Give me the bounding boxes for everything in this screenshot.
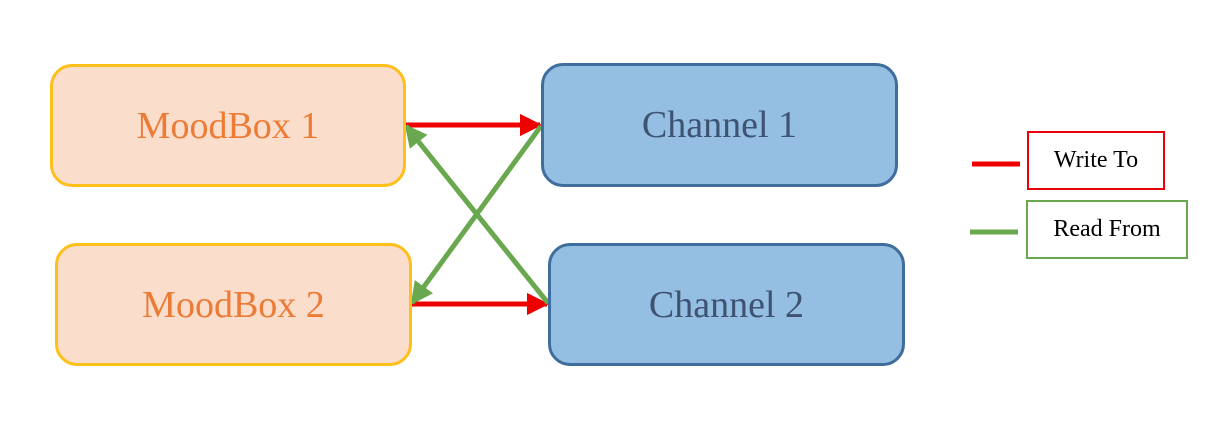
moodbox-1-node: MoodBox 1 <box>50 64 406 187</box>
legend-read-label: Read From <box>1053 216 1161 242</box>
moodbox-2-node: MoodBox 2 <box>55 243 412 366</box>
legend-write-box: Write To <box>1027 131 1165 190</box>
channel-1-label: Channel 1 <box>641 104 798 146</box>
legend-write-label: Write To <box>1053 147 1139 173</box>
moodbox-2-label: MoodBox 2 <box>142 283 325 326</box>
channel-2-label: Channel 2 <box>648 283 805 326</box>
read-arrow-channel2-to-moodbox1 <box>404 124 550 305</box>
legend-read-box: Read From <box>1026 200 1188 259</box>
channel-2-node: Channel 2 <box>548 243 905 366</box>
moodbox-1-label: MoodBox 1 <box>136 104 320 147</box>
channel-1-node: Channel 1 <box>541 63 898 187</box>
